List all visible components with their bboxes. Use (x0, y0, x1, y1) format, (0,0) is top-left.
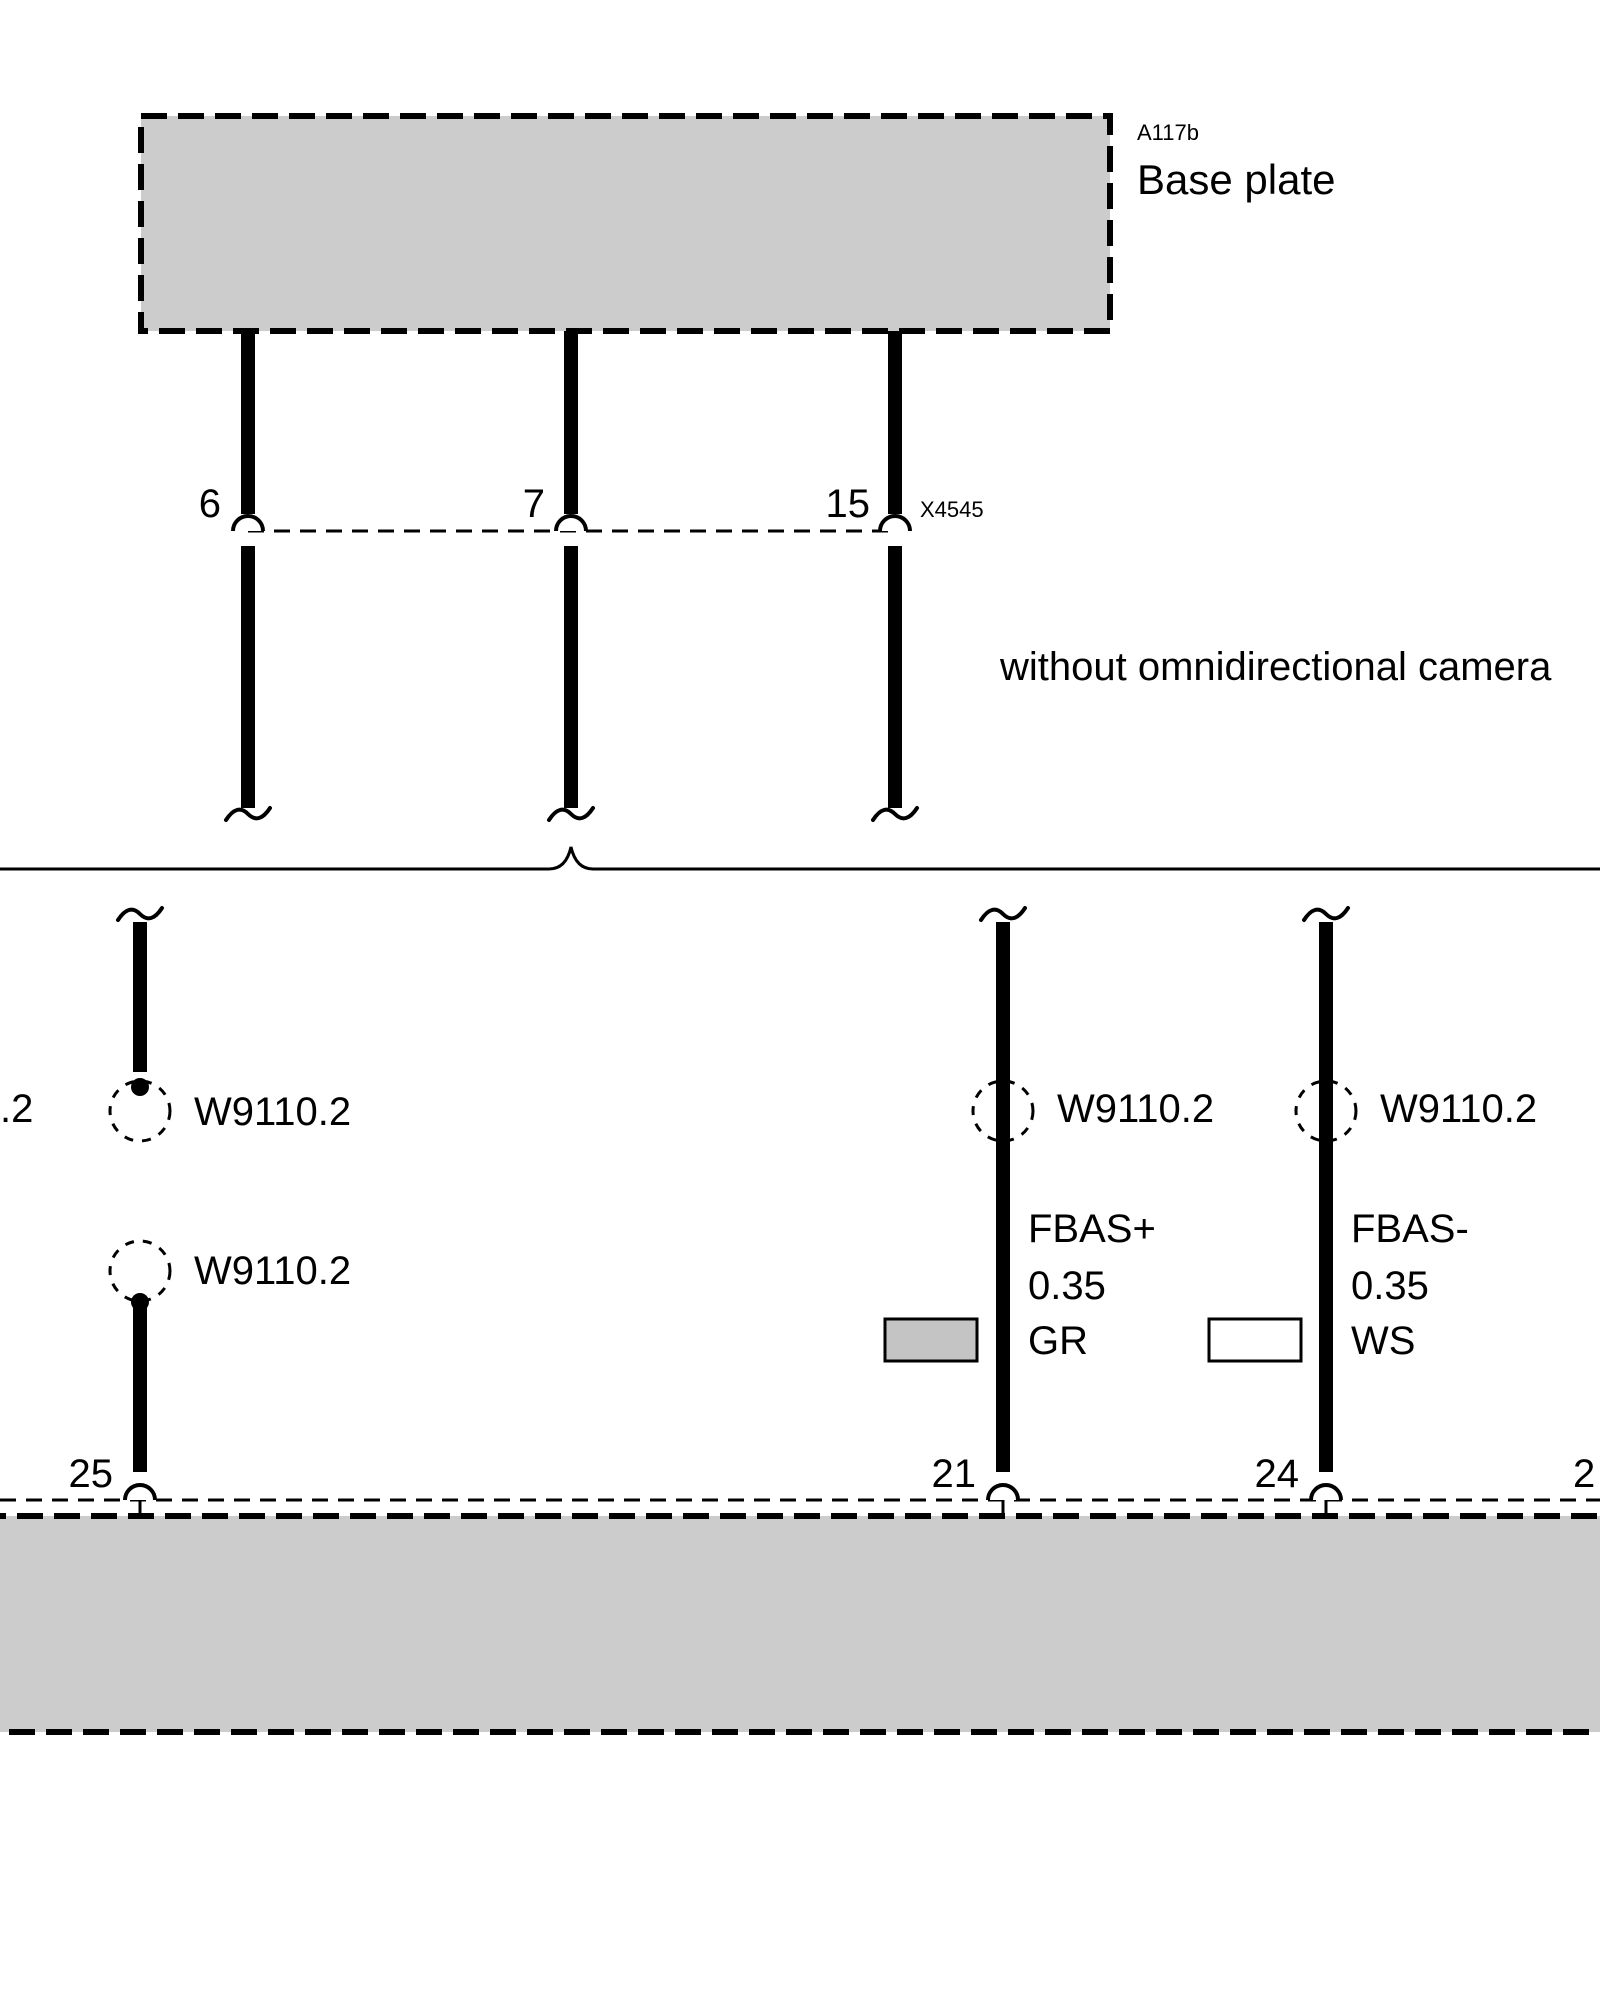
shield-fbas-minus-label: W9110.2 (1380, 1087, 1537, 1131)
pin-6-label: 6 (199, 482, 221, 526)
base-plate-id: A117b (1137, 120, 1199, 145)
wire-fbas-plus-color-swatch (883, 1317, 979, 1363)
base-plate-box (138, 113, 1113, 334)
variant-brace (0, 846, 1600, 871)
pin-25-label: 25 (69, 1452, 114, 1496)
shield-partial-left-label: .2 (0, 1087, 33, 1131)
break-symbol-pin-6 (224, 806, 272, 822)
wire-fbas-minus-gauge: 0.35 (1351, 1264, 1429, 1308)
break-symbol-fbas-plus (979, 906, 1027, 922)
break-symbol-fbas-minus (1302, 906, 1350, 922)
break-symbol-pin-7 (547, 806, 595, 822)
wire-fbas-minus-color-swatch (1207, 1317, 1303, 1363)
lower-wires (133, 922, 1333, 1472)
pin-15-label: 15 (826, 482, 871, 526)
pin-24-bridge (1309, 1483, 1343, 1501)
splice-dot-left-lower (131, 1293, 149, 1311)
pin-21-bridge (986, 1483, 1020, 1501)
pin-15-bridge (878, 514, 912, 532)
splice-dot-left-upper (131, 1078, 149, 1096)
shield-left-lower-label: W9110.2 (194, 1249, 351, 1293)
pin-7-label: 7 (523, 482, 545, 526)
pin-25-bridge (123, 1483, 157, 1501)
break-symbol-left (116, 906, 164, 922)
pin-partial-right-label: 2 (1573, 1452, 1595, 1496)
shield-left-lower (108, 1239, 172, 1303)
wire-fbas-plus-signal: FBAS+ (1028, 1207, 1156, 1251)
bottom-component-box (0, 1513, 1600, 1735)
wire-fbas-plus-gauge: 0.35 (1028, 1264, 1106, 1308)
pin-6-bridge (231, 514, 265, 532)
break-symbol-pin-15 (871, 806, 919, 822)
shield-left-upper (108, 1079, 172, 1143)
variant-note: without omnidirectional camera (999, 645, 1552, 689)
top-wires (241, 331, 902, 808)
pin-21-label: 21 (932, 1452, 977, 1496)
shield-fbas-plus-label: W9110.2 (1057, 1087, 1214, 1131)
pin-7-bridge (554, 514, 588, 532)
shield-left-upper-label: W9110.2 (194, 1090, 351, 1134)
wire-fbas-plus-color-code: GR (1028, 1319, 1088, 1363)
pin-24-label: 24 (1255, 1452, 1300, 1496)
base-plate-name: Base plate (1137, 156, 1335, 203)
wire-fbas-minus-color-code: WS (1351, 1319, 1415, 1363)
wire-fbas-minus-signal: FBAS- (1351, 1207, 1469, 1251)
connector-x4545-label: X4545 (920, 497, 984, 522)
